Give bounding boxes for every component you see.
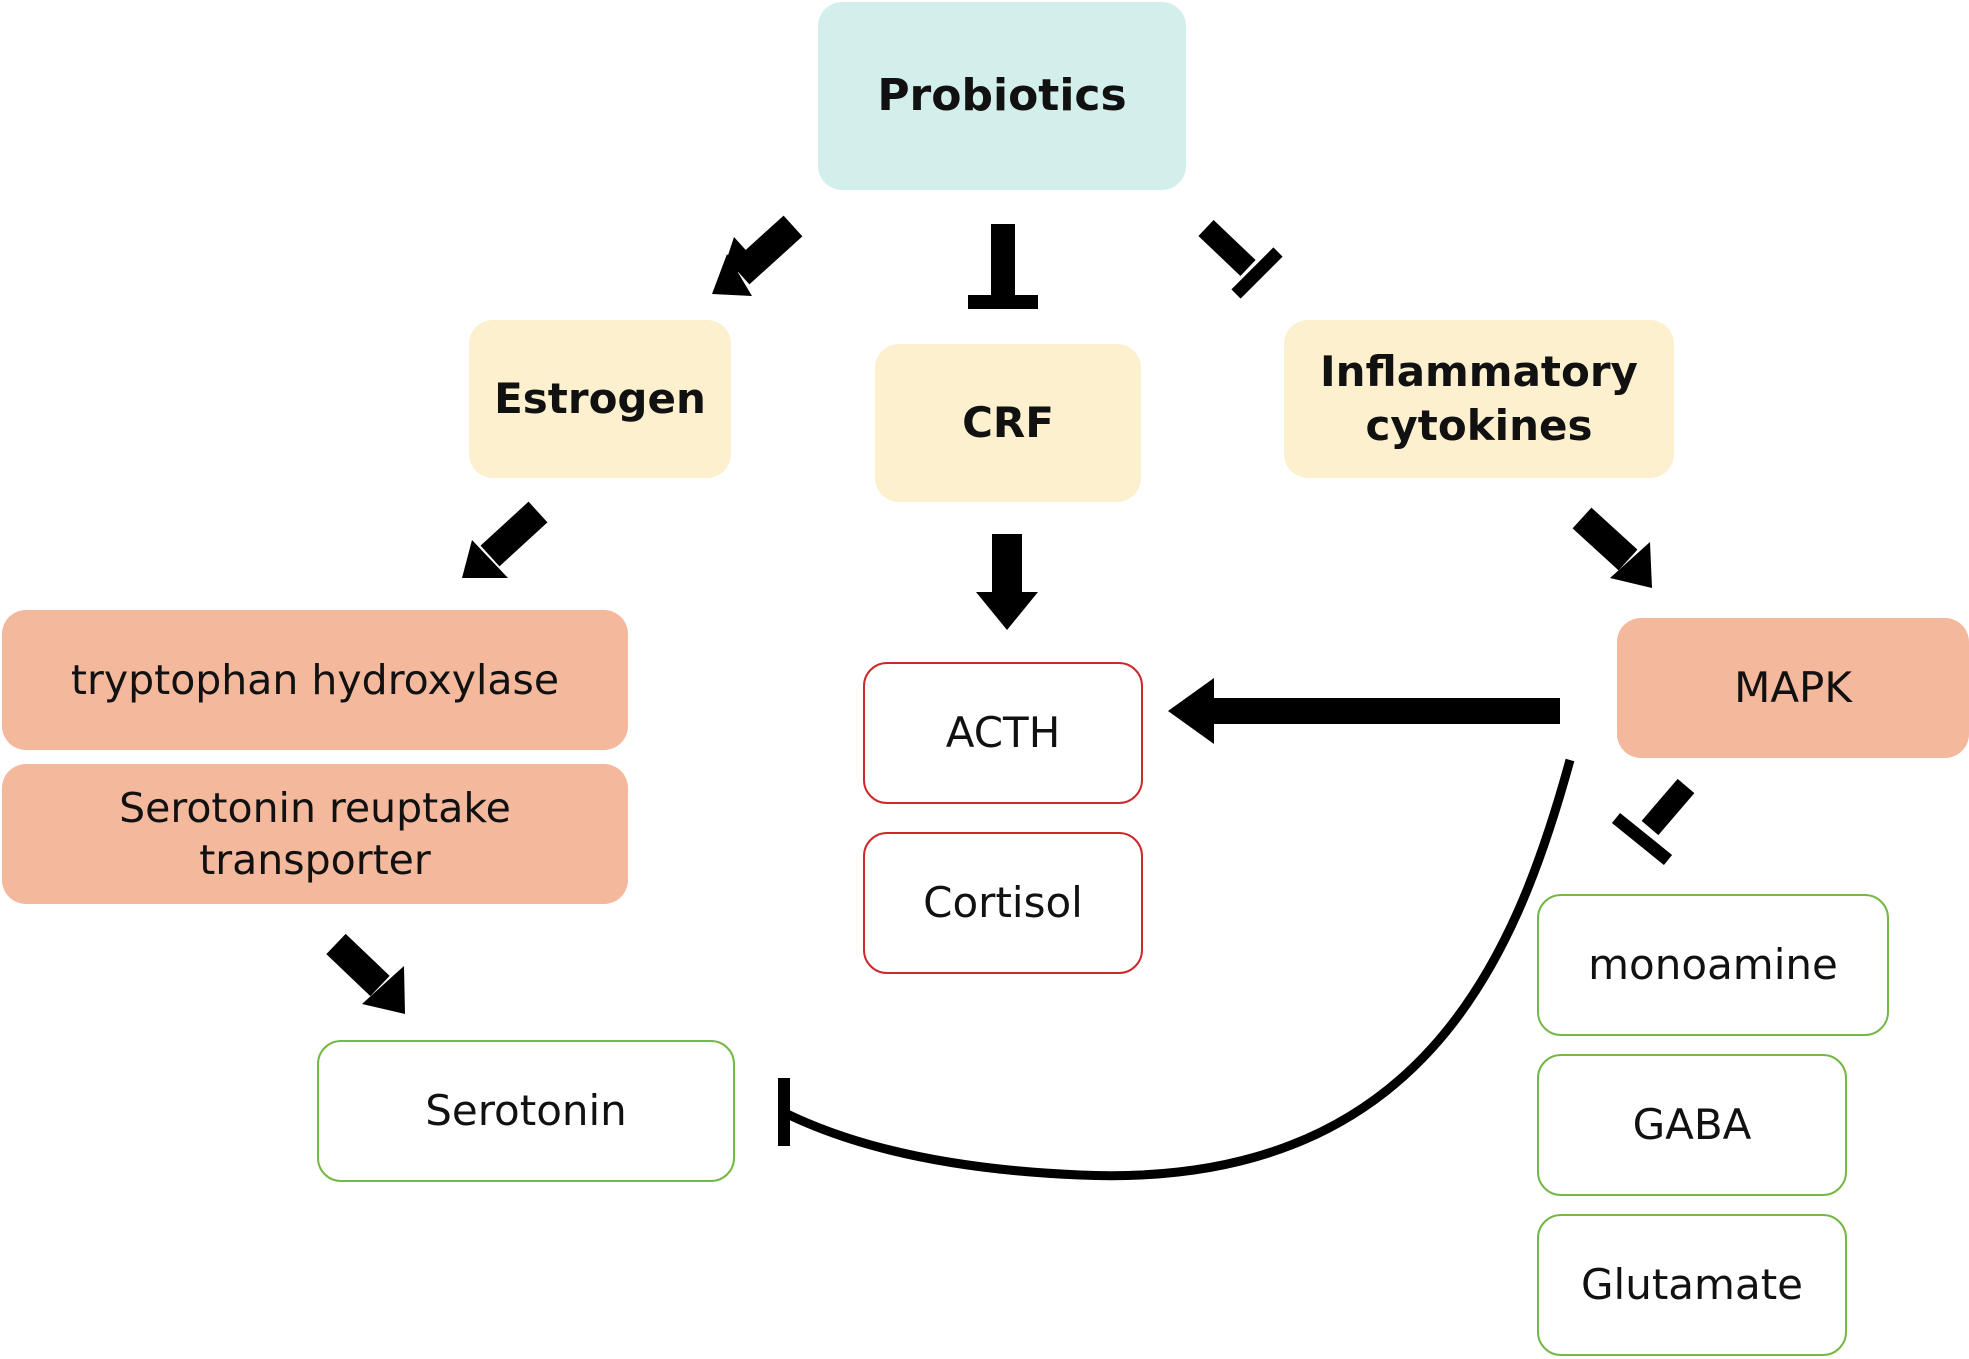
node-gaba: GABA — [1537, 1054, 1847, 1196]
node-gaba-label: GABA — [1632, 1100, 1752, 1150]
node-probiotics: Probiotics — [818, 2, 1186, 190]
node-mapk-label: MAPK — [1734, 663, 1852, 713]
node-glutamate: Glutamate — [1537, 1214, 1847, 1356]
node-estrogen: Estrogen — [469, 320, 731, 478]
node-serotonin-reuptake-transporter-label: Serotonin reuptake transporter — [119, 783, 511, 884]
node-crf: CRF — [875, 344, 1141, 502]
edge-crf-acth — [976, 534, 1038, 630]
edge-mapk-acth — [1168, 678, 1560, 744]
node-estrogen-label: Estrogen — [494, 374, 706, 424]
node-serotonin-label: Serotonin — [425, 1086, 627, 1136]
node-acth: ACTH — [863, 662, 1143, 804]
node-monoamine: monoamine — [1537, 894, 1889, 1036]
node-inflammatory-cytokines: Inflammatory cytokines — [1284, 320, 1674, 478]
node-inflammatory-cytokines-label: Inflammatory cytokines — [1320, 347, 1638, 450]
node-monoamine-label: monoamine — [1588, 940, 1838, 990]
node-serotonin: Serotonin — [317, 1040, 735, 1182]
edge-mapk-monoamine — [1611, 778, 1695, 866]
node-glutamate-label: Glutamate — [1581, 1260, 1803, 1310]
node-cortisol: Cortisol — [863, 832, 1143, 974]
edge-probiotics-cytokines — [1198, 220, 1283, 299]
node-tryptophan-hydroxylase-label: tryptophan hydroxylase — [70, 655, 560, 704]
node-crf-label: CRF — [962, 398, 1054, 448]
edge-cytokines-mapk — [1572, 507, 1652, 588]
node-tryptophan-hydroxylase: tryptophan hydroxylase — [2, 610, 628, 750]
node-acth-label: ACTH — [945, 708, 1061, 758]
edge-probiotics-crf — [968, 224, 1038, 309]
edge-probiotics-estrogen — [712, 215, 803, 296]
edge-transporter-serotonin — [326, 933, 405, 1014]
edge-estrogen-tryptophan — [462, 501, 548, 578]
node-serotonin-reuptake-transporter: Serotonin reuptake transporter — [2, 764, 628, 904]
node-mapk: MAPK — [1617, 618, 1969, 758]
edge-mapk-serotonin — [778, 758, 1575, 1181]
node-cortisol-label: Cortisol — [923, 878, 1083, 928]
node-probiotics-label: Probiotics — [877, 69, 1127, 121]
